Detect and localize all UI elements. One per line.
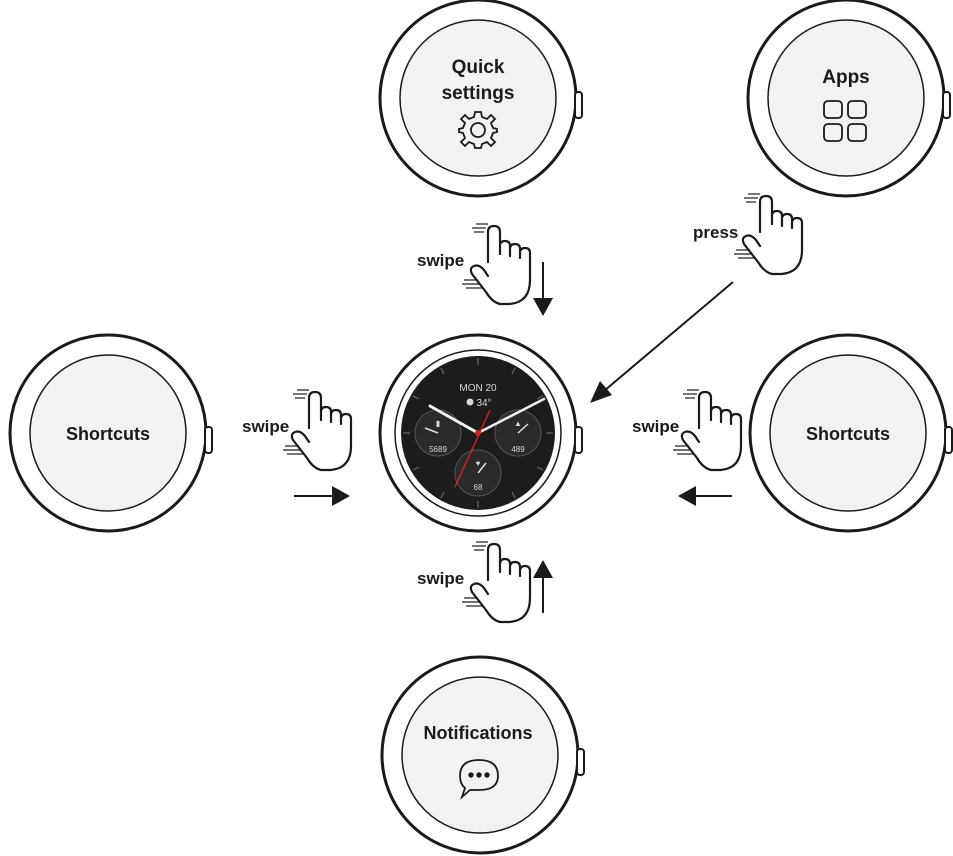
apps-watch: Apps: [746, 0, 951, 198]
watch-face: ▮ 5689 ▲ 489 ♥ 68 MON 20 34°: [401, 356, 555, 510]
swipe-left-gesture: swipe: [632, 388, 743, 506]
hand-icon: [460, 222, 532, 306]
flame-icon: ▲: [514, 419, 522, 428]
date-text: MON 20: [459, 383, 497, 394]
arrow-up-icon: [533, 560, 553, 613]
quick-settings-watch: Quick settings: [378, 0, 583, 198]
right-dial-value: 489: [511, 445, 525, 454]
minute-hand: [476, 397, 546, 435]
quick-settings-title-line2: settings: [442, 83, 515, 104]
apps-title: Apps: [822, 67, 870, 88]
crown-button[interactable]: [574, 426, 583, 454]
hour-hand: [428, 404, 480, 435]
crown-button[interactable]: [576, 748, 585, 776]
second-hand: [454, 409, 491, 488]
swipe-down-gesture: swipe: [417, 222, 553, 316]
swipe-right-gesture: swipe: [242, 388, 353, 506]
hand-icon: [732, 192, 804, 276]
hand-icon: [671, 388, 743, 472]
arrow-down-icon: [533, 262, 553, 316]
arrow-left-icon: [678, 486, 732, 506]
shortcuts-left-watch: Shortcuts: [8, 333, 213, 533]
quick-settings-title-line1: Quick: [452, 57, 505, 78]
weather-icon: [466, 398, 474, 406]
hand-icon: [460, 540, 532, 624]
shortcuts-right-title: Shortcuts: [806, 424, 890, 444]
notifications-watch: Notifications: [380, 655, 585, 855]
left-subdial: ▮ 5689: [414, 409, 462, 457]
press-label: press: [693, 223, 738, 242]
left-dial-value: 5689: [429, 445, 447, 454]
crown-button[interactable]: [204, 426, 213, 454]
swipe-left-label: swipe: [632, 417, 679, 436]
swipe-up-gesture: swipe: [417, 540, 553, 624]
crown-button[interactable]: [574, 91, 583, 119]
shortcuts-right-watch: Shortcuts: [748, 333, 953, 533]
swipe-down-label: swipe: [417, 251, 464, 270]
crown-button[interactable]: [942, 91, 951, 119]
gear-icon: [458, 111, 498, 149]
swipe-right-label: swipe: [242, 417, 289, 436]
right-subdial: ▲ 489: [494, 409, 542, 457]
grid-icon: [823, 100, 867, 142]
weather-text: 34°: [476, 398, 491, 409]
steps-icon: ▮: [436, 419, 440, 428]
minute-ticks: [403, 358, 553, 508]
arrow-right-icon: [294, 486, 350, 506]
hand-icon: [281, 388, 353, 472]
shortcuts-left-title: Shortcuts: [66, 424, 150, 444]
arrow-diagonal-icon: [590, 281, 734, 403]
notifications-title: Notifications: [423, 723, 532, 743]
hand-pivot: [475, 430, 481, 436]
press-gesture: press: [590, 192, 804, 403]
swipe-up-label: swipe: [417, 569, 464, 588]
heart-icon: ♥: [476, 459, 481, 468]
chat-bubble-icon: [459, 759, 499, 800]
crown-button[interactable]: [944, 426, 953, 454]
bottom-dial-value: 68: [474, 483, 483, 492]
